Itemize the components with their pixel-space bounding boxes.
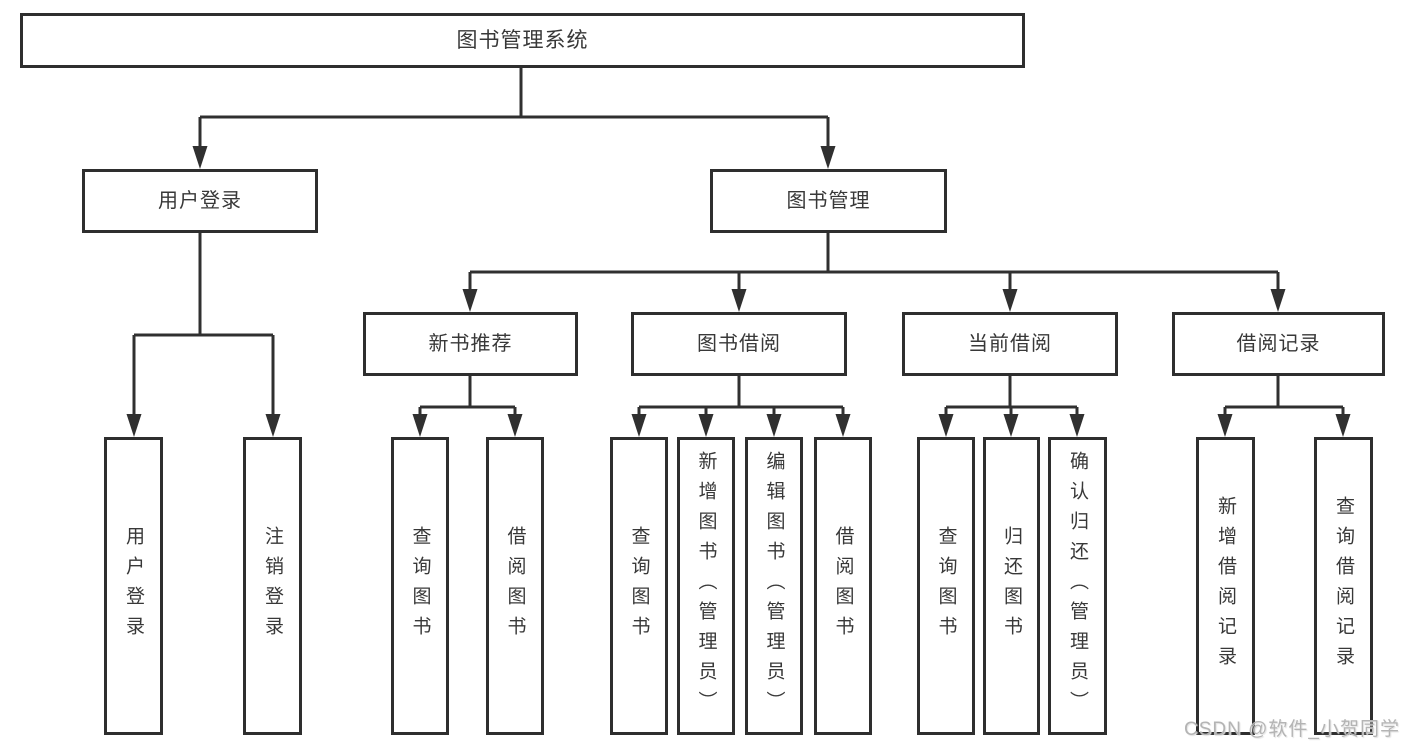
leaf-records-add-borrow-record: 新增借阅记录 [1196, 437, 1255, 735]
node-current-borrowing: 当前借阅 [902, 312, 1118, 376]
leaf-user-login: 用户登录 [104, 437, 163, 735]
node-borrowing-records: 借阅记录 [1172, 312, 1385, 376]
leaf-borrowing-borrow-books: 借阅图书 [814, 437, 872, 735]
node-user-login-branch: 用户登录 [82, 169, 318, 233]
leaf-records-query-borrow-record: 查询借阅记录 [1314, 437, 1373, 735]
watermark: CSDN @软件_小贺同学 [1184, 719, 1400, 740]
node-book-management-branch: 图书管理 [710, 169, 947, 233]
leaf-logout: 注销登录 [243, 437, 302, 735]
leaf-current-query-books: 查询图书 [917, 437, 975, 735]
leaf-borrowing-add-books-admin: 新增图书（管理员） [677, 437, 735, 735]
node-root-library-management-system: 图书管理系统 [20, 13, 1025, 68]
leaf-borrowing-query-books: 查询图书 [610, 437, 668, 735]
leaf-borrowing-edit-books-admin: 编辑图书（管理员） [745, 437, 803, 735]
node-book-borrowing: 图书借阅 [631, 312, 847, 376]
leaf-recommend-borrow-books: 借阅图书 [486, 437, 544, 735]
leaf-current-return-books: 归还图书 [983, 437, 1040, 735]
leaf-current-confirm-return-admin: 确认归还（管理员） [1048, 437, 1107, 735]
node-new-book-recommendation: 新书推荐 [363, 312, 578, 376]
leaf-recommend-query-books: 查询图书 [391, 437, 449, 735]
